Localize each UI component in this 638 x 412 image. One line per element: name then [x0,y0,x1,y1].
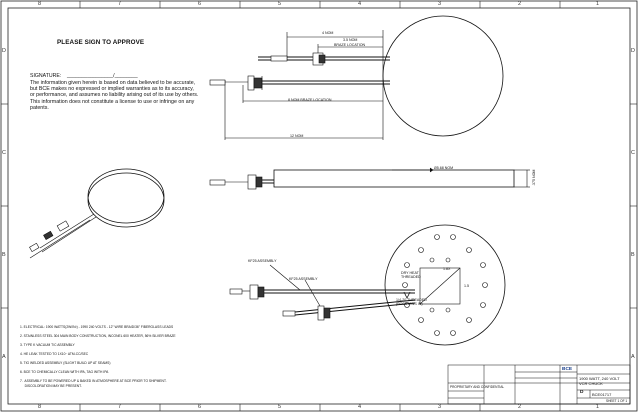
tc-square [419,267,461,305]
dim-8-nom-braze: 8 NOM BRAZE LOCATION [288,98,332,102]
zone-col-8: 8 [38,1,42,7]
drawing-number: BCE01717 [592,392,612,397]
dim-diameter-nom: Ø5.68 NOM [434,166,454,170]
zone-row-a-left: A [2,354,6,360]
note-6: 6. BCE TO CHEMICALLY CLEAN WITH IPA, TAG… [20,370,109,374]
label-dry-heat-threaded: DRY HEAT THREADED [401,271,421,279]
note-2: 2. STAINLESS STEEL 304 MAIN BODY CONSTRU… [20,334,176,338]
bolt-holes [402,234,488,336]
bottom-view [229,224,506,346]
inner-border [7,7,631,405]
note-1: 1. ELECTRICAL: 1900 WATTS(2W/IN²) - 1990… [20,325,174,329]
dim-3-5-nom: 3.5 NOM [343,38,358,42]
label-threaded-positions: 1/4-20 THREADED (POSITIONS IN) [396,298,427,306]
dim-4-nom: 4 NOM [322,31,334,35]
zone-col-7-bottom: 7 [118,404,122,410]
dim-1-8x: 1.8X [443,267,451,271]
label-kf25-assembly-1: KF25 ASSEMBLY [248,259,277,263]
zone-col-2: 2 [518,1,522,7]
proprietary-notice: PROPRIETARY AND CONFIDENTIAL [450,385,505,389]
title-block-grid [447,364,631,405]
zone-col-2-bottom: 2 [518,404,522,410]
zone-row-d-right: D [631,48,635,54]
zone-row-c-right: C [631,150,635,156]
zone-col-6-bottom: 6 [198,404,202,410]
dim-12-nom: 12 NOM [290,134,304,138]
zone-row-b-right: B [631,252,635,258]
note-4: 4. HE LEAK TESTED TO 1X10⁻ ATM-CC/SEC [20,352,89,356]
chuck-iso-top [87,168,165,224]
zone-col-6: 6 [198,1,202,7]
chuck-bottom-circle [384,224,506,346]
dim-braze-location: BRAZE LOCATION [334,43,366,47]
title-line-1: 1900 WATT, 240 VOLT [579,376,620,381]
bce-logo: BCE [562,367,573,372]
zone-row-b-left: B [2,252,6,258]
zone-col-5-bottom: 5 [278,404,282,410]
note-3: 3. TYPE K VACUUM T/C ASSEMBLY [20,343,75,347]
side-view [209,167,530,190]
zone-col-4-bottom: 4 [358,404,362,410]
zone-col-1-bottom: 1 [596,404,600,410]
zone-row-d-left: D [2,48,6,54]
zone-col-4: 4 [358,1,362,7]
zone-col-8-bottom: 8 [38,404,42,410]
top-view [209,15,504,140]
zone-col-3: 3 [438,1,442,7]
zone-col-1: 1 [596,1,600,7]
chuck-top-circle [382,15,504,137]
iso-view [29,168,165,259]
sheet-size: D [580,390,584,395]
dim-1-5: 1.5 [464,284,469,288]
zone-col-7: 7 [118,1,122,7]
note-5: 5. TIG WELDED ASSEMBLY (SLIGHT BUILD UP … [20,361,111,365]
signature-label: SIGNATURE: [30,73,62,79]
chuck-side-body [273,169,515,188]
zone-col-5: 5 [278,1,282,7]
sheet-count: SHEET 1 OF 1 [606,399,628,403]
disclaimer-text: The information given herein is based on… [30,80,199,111]
title-line-2: VCR CHUCK [579,381,603,386]
note-7: 7. ASSEMBLY TO BE POWERED UP & BAKED IN … [20,379,167,388]
approve-heading: PLEASE SIGN TO APPROVE [57,39,145,46]
zone-row-c-left: C [2,150,6,156]
zone-col-3-bottom: 3 [438,404,442,410]
label-kf25-assembly-2: KF25 ASSEMBLY [289,277,318,281]
signature-line[interactable]: ________________/________ [67,73,138,79]
dim-thickness: .375 NOM [532,169,536,186]
zone-row-a-right: A [631,354,635,360]
